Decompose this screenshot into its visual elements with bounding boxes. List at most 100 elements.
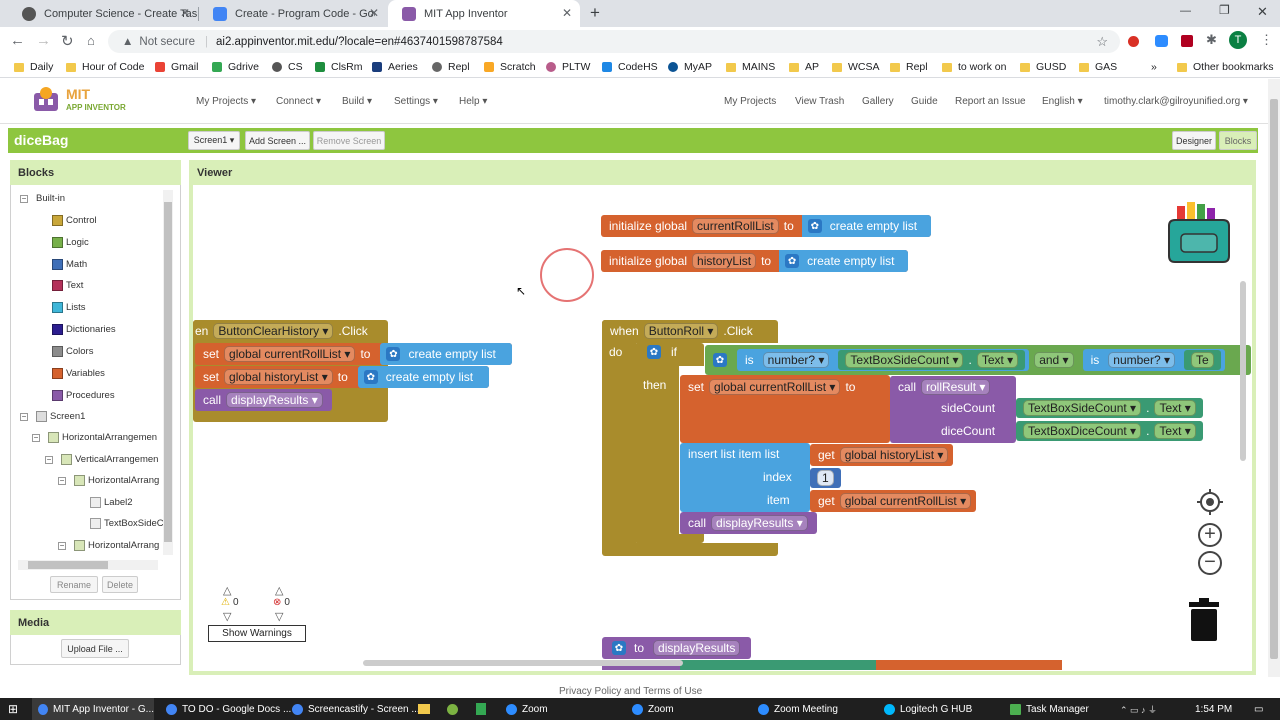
property-dropdown[interactable]: Text ▾: [976, 352, 1019, 368]
call-displayResults-block[interactable]: call displayResults ▾: [680, 512, 817, 534]
mutator-gear-icon[interactable]: ✿: [612, 641, 626, 655]
tree-screen1[interactable]: −Screen1: [20, 411, 86, 422]
menu-settings[interactable]: Settings ▾: [394, 96, 438, 107]
bookmark-item[interactable]: Aeries: [372, 61, 418, 73]
bookmark-item[interactable]: WCSA: [832, 61, 880, 73]
bookmark-item[interactable]: Repl: [890, 61, 928, 73]
taskbar-item[interactable]: Zoom: [502, 698, 548, 720]
tree-component[interactable]: TextBoxSideC: [90, 518, 164, 529]
init-global-currentRollList-block[interactable]: initialize global currentRollList to ✿cr…: [601, 215, 932, 237]
profile-avatar[interactable]: T: [1229, 31, 1247, 49]
property-dropdown[interactable]: Text ▾: [1154, 400, 1196, 416]
bookmark-item[interactable]: GUSD: [1020, 61, 1066, 73]
variable-dropdown[interactable]: global currentRollList ▾: [709, 379, 841, 395]
builtin-category-control[interactable]: Control: [52, 215, 97, 226]
procedure-displayResults-block[interactable]: ✿ to displayResults: [602, 637, 752, 659]
mutator-gear-icon[interactable]: ✿: [785, 254, 800, 268]
url-input[interactable]: ▲ Not secure | ai2.appinventor.mit.edu/?…: [108, 30, 1120, 53]
mutator-gear-icon[interactable]: ✿: [386, 347, 401, 361]
procedure-name-field[interactable]: displayResults: [653, 640, 741, 656]
bookmark-item[interactable]: PLTW: [546, 61, 590, 73]
bookmark-item[interactable]: Hour of Code: [66, 61, 144, 73]
component-dropdown[interactable]: ButtonClearHistory ▾: [213, 323, 334, 339]
bookmark-item[interactable]: Gdrive: [212, 61, 259, 73]
kebab-menu-icon[interactable]: ⋮: [1260, 32, 1273, 47]
mutator-gear-icon[interactable]: ✿: [713, 353, 727, 367]
workspace-horizontal-scrollbar[interactable]: [363, 660, 683, 666]
tree-component[interactable]: −HorizontalArrang: [58, 475, 160, 486]
bookmark-item[interactable]: GAS: [1079, 61, 1117, 73]
tree-component[interactable]: Label2: [90, 497, 133, 508]
variable-dropdown[interactable]: global currentRollList ▾: [224, 346, 356, 362]
minimize-icon[interactable]: —: [1180, 5, 1191, 17]
builtin-category-dictionaries[interactable]: Dictionaries: [52, 324, 116, 335]
bookmarks-overflow[interactable]: »: [1151, 61, 1157, 73]
bookmark-item[interactable]: Repl: [432, 61, 470, 73]
taskbar-item[interactable]: TO DO - Google Docs ...: [160, 698, 291, 720]
mutator-gear-icon[interactable]: ✿: [647, 345, 661, 359]
reload-icon[interactable]: ↻: [61, 33, 74, 50]
maximize-icon[interactable]: ❐: [1219, 3, 1230, 17]
procedure-dropdown[interactable]: rollResult ▾: [921, 379, 991, 395]
privacy-footer-link[interactable]: Privacy Policy and Terms of Use: [559, 686, 703, 697]
builtin-category-lists[interactable]: Lists: [52, 302, 86, 313]
puzzle-extensions-icon[interactable]: ✱: [1206, 32, 1217, 47]
menu-language[interactable]: English ▾: [1042, 96, 1083, 107]
start-button[interactable]: ⊞: [8, 702, 19, 716]
link-my-projects[interactable]: My Projects: [724, 96, 777, 107]
taskbar-item[interactable]: MIT App Inventor - G...: [32, 698, 154, 720]
close-tab-icon[interactable]: ✕: [179, 6, 190, 20]
set-global-historyList-block[interactable]: set global historyList ▾ to ✿create empt…: [195, 366, 490, 388]
get-global-historyList-block[interactable]: get global historyList ▾: [810, 444, 954, 466]
menu-help[interactable]: Help ▾: [459, 96, 488, 107]
bookmark-item[interactable]: Daily: [14, 61, 53, 73]
bookmark-item[interactable]: MyAP: [668, 61, 712, 73]
variable-name-field[interactable]: currentRollList: [692, 218, 779, 234]
system-tray-icons[interactable]: ⌃ ▭ ♪ ⏚: [1120, 704, 1158, 715]
show-warnings-button[interactable]: Show Warnings: [208, 625, 306, 642]
textbox-text-getter[interactable]: TextBoxSideCount ▾ . Text ▾: [1016, 398, 1203, 418]
bookmark-item[interactable]: AP: [789, 61, 819, 73]
bookmark-item[interactable]: Scratch: [484, 61, 536, 73]
menu-build[interactable]: Build ▾: [342, 96, 373, 107]
notifications-icon[interactable]: ▭: [1254, 703, 1264, 715]
tree-horizontal-scrollbar[interactable]: [18, 560, 158, 570]
close-tab-icon[interactable]: ✕: [561, 6, 572, 20]
and-condition-block[interactable]: ✿ is number? ▾ TextBoxSideCount ▾ . Text…: [705, 345, 1251, 375]
add-screen-button[interactable]: Add Screen ...: [245, 131, 310, 150]
create-empty-list-block[interactable]: ✿create empty list: [380, 343, 512, 365]
is-number-block[interactable]: is number? ▾ Te: [1082, 349, 1225, 371]
bookmark-star-icon[interactable]: ☆: [1096, 33, 1108, 49]
call-displayResults-block[interactable]: call displayResults ▾: [195, 389, 332, 411]
component-dropdown[interactable]: TextBoxSideCount ▾: [845, 352, 964, 368]
and-dropdown[interactable]: and ▾: [1034, 352, 1074, 368]
tree-vertical-scrollbar[interactable]: [163, 190, 173, 555]
link-gallery[interactable]: Gallery: [862, 96, 894, 107]
textbox-text-getter[interactable]: TextBoxDiceCount ▾ . Text ▾: [1016, 421, 1203, 441]
zoom-extension-icon[interactable]: [1155, 35, 1168, 47]
taskbar-item[interactable]: Zoom: [628, 698, 674, 720]
property-dropdown[interactable]: Text ▾: [1154, 423, 1196, 439]
variable-dropdown[interactable]: global historyList ▾: [839, 447, 949, 463]
set-global-currentRollList-block[interactable]: set global currentRollList ▾ to ✿create …: [195, 343, 512, 365]
zoom-in-icon[interactable]: +: [1198, 523, 1222, 547]
errors-next-icon[interactable]: ▽: [275, 611, 284, 623]
textbox-text-getter[interactable]: TextBoxSideCount ▾ . Text ▾: [838, 350, 1026, 370]
blocks-workspace[interactable]: initialize global currentRollList to ✿cr…: [193, 186, 1251, 670]
create-empty-list-block[interactable]: ✿create empty list: [801, 215, 932, 237]
variable-name-field[interactable]: historyList: [692, 253, 757, 269]
bookmark-item[interactable]: CS: [272, 61, 303, 73]
bookmark-item[interactable]: CodeHS: [602, 61, 658, 73]
taskbar-item[interactable]: Zoom Meeting: [754, 698, 838, 720]
home-icon[interactable]: ⌂: [87, 33, 95, 48]
mutator-gear-icon[interactable]: ✿: [807, 219, 822, 233]
warnings-next-icon[interactable]: ▽: [223, 611, 232, 623]
component-dropdown[interactable]: TextBoxSideCount ▾: [1023, 400, 1142, 416]
bookmark-item[interactable]: Gmail: [155, 61, 198, 73]
get-global-currentRollList-block[interactable]: get global currentRollList ▾: [810, 490, 977, 512]
is-number-block[interactable]: is number? ▾ TextBoxSideCount ▾ . Text ▾: [737, 349, 1030, 371]
delete-button[interactable]: Delete: [102, 576, 138, 593]
tree-component[interactable]: −VerticalArrangemen: [45, 454, 159, 465]
tree-component[interactable]: −HorizontalArrangemen: [32, 432, 158, 443]
taskbar-item[interactable]: Screencastify - Screen ...: [286, 698, 420, 720]
